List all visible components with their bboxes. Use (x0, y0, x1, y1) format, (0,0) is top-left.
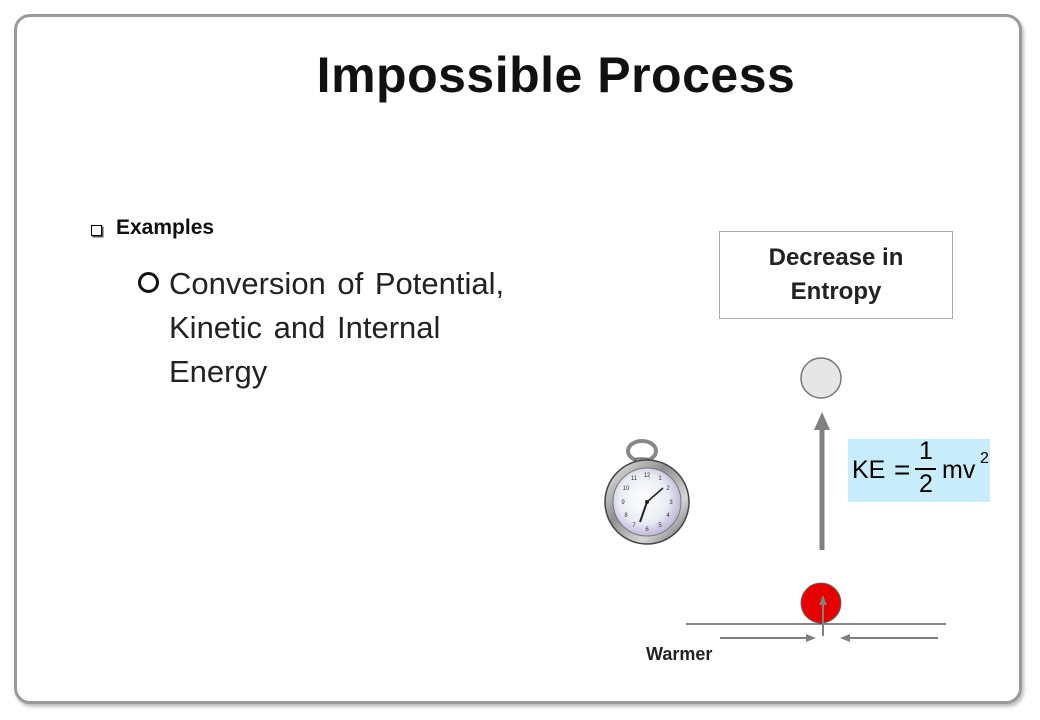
equation-equals: = (894, 454, 911, 485)
upward-arrow (814, 412, 830, 550)
pocket-watch-icon: 12 1 2 3 4 5 6 7 8 9 10 11 (604, 439, 690, 545)
bullet-examples: Examples (91, 216, 214, 240)
circle-bullet-icon (138, 272, 159, 293)
heat-arrow-right (840, 634, 938, 642)
svg-text:4: 4 (666, 513, 670, 519)
warmer-label: Warmer (646, 644, 713, 664)
svg-text:8: 8 (624, 513, 628, 519)
slide-title: Impossible Process (316, 47, 796, 103)
bullet-examples-label: Examples (116, 216, 215, 239)
svg-text:12: 12 (644, 473, 651, 479)
svg-text:10: 10 (623, 486, 630, 492)
heat-arrow-up (819, 595, 827, 636)
kinetic-energy-equation: KE = 1 2 mv 2 (848, 437, 990, 502)
svg-text:2: 2 (666, 486, 670, 492)
svg-text:5: 5 (658, 523, 662, 529)
svg-text:11: 11 (631, 476, 638, 482)
equation-numerator: 1 (919, 437, 933, 465)
equation-denominator: 2 (919, 470, 933, 498)
equation-term: mv (942, 456, 976, 484)
heat-arrow-left (720, 634, 816, 642)
equation-lhs: KE (852, 456, 886, 484)
svg-text:1: 1 (658, 476, 662, 482)
slide-frame (14, 14, 1022, 704)
svg-text:9: 9 (621, 500, 625, 506)
equation-exponent: 2 (980, 450, 989, 467)
fraction-bar (915, 468, 936, 470)
ball-top (800, 357, 842, 399)
svg-text:6: 6 (645, 527, 649, 533)
bullet-conversion: Conversion of Potential, Kinetic and Int… (138, 262, 509, 394)
svg-text:7: 7 (632, 523, 636, 529)
svg-text:3: 3 (669, 500, 673, 506)
square-bullet-icon (91, 224, 102, 236)
entropy-box: Decrease in Entropy (719, 231, 953, 319)
bullet-conversion-label: Conversion of Potential, Kinetic and Int… (169, 266, 505, 389)
